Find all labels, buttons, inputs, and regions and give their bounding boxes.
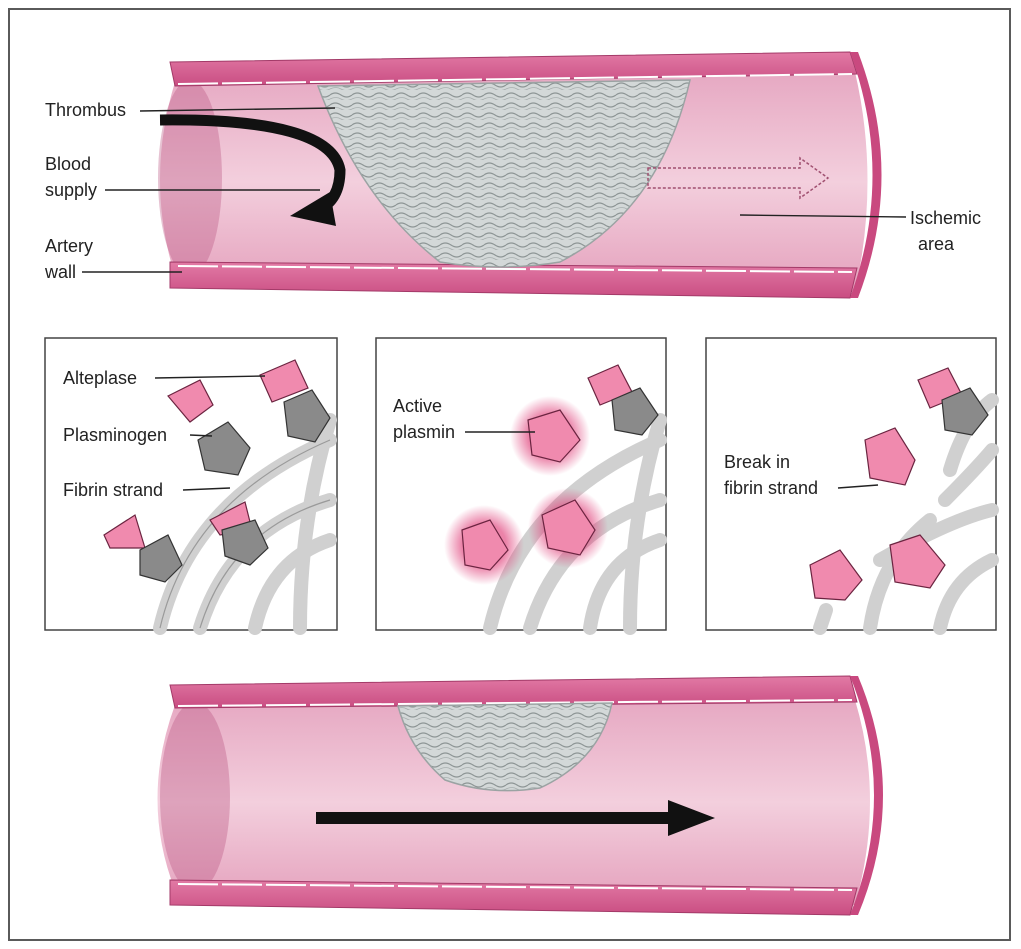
label-plasmin: plasmin — [393, 422, 455, 442]
label-supply: supply — [45, 180, 97, 200]
label-thrombus: Thrombus — [45, 100, 126, 120]
label-plasminogen: Plasminogen — [63, 425, 167, 445]
bottom-artery — [158, 676, 884, 915]
label-area: area — [918, 234, 955, 254]
top-artery — [158, 52, 882, 298]
label-blood: Blood — [45, 154, 91, 174]
panel-alteplase: Alteplase Plasminogen Fibrin strand — [45, 338, 337, 630]
label-fibrin-strand: Fibrin strand — [63, 480, 163, 500]
label-break-in: Break in — [724, 452, 790, 472]
label-artery: Artery — [45, 236, 93, 256]
label-wall: wall — [44, 262, 76, 282]
label-active: Active — [393, 396, 442, 416]
panel-active-plasmin: Active plasmin — [376, 338, 666, 630]
label-alteplase: Alteplase — [63, 368, 137, 388]
bottom-artery-opening — [160, 702, 230, 892]
label-fibrin-strand-break: fibrin strand — [724, 478, 818, 498]
label-ischemic: Ischemic — [910, 208, 981, 228]
panel-break-in-fibrin: Break in fibrin strand — [706, 338, 996, 630]
